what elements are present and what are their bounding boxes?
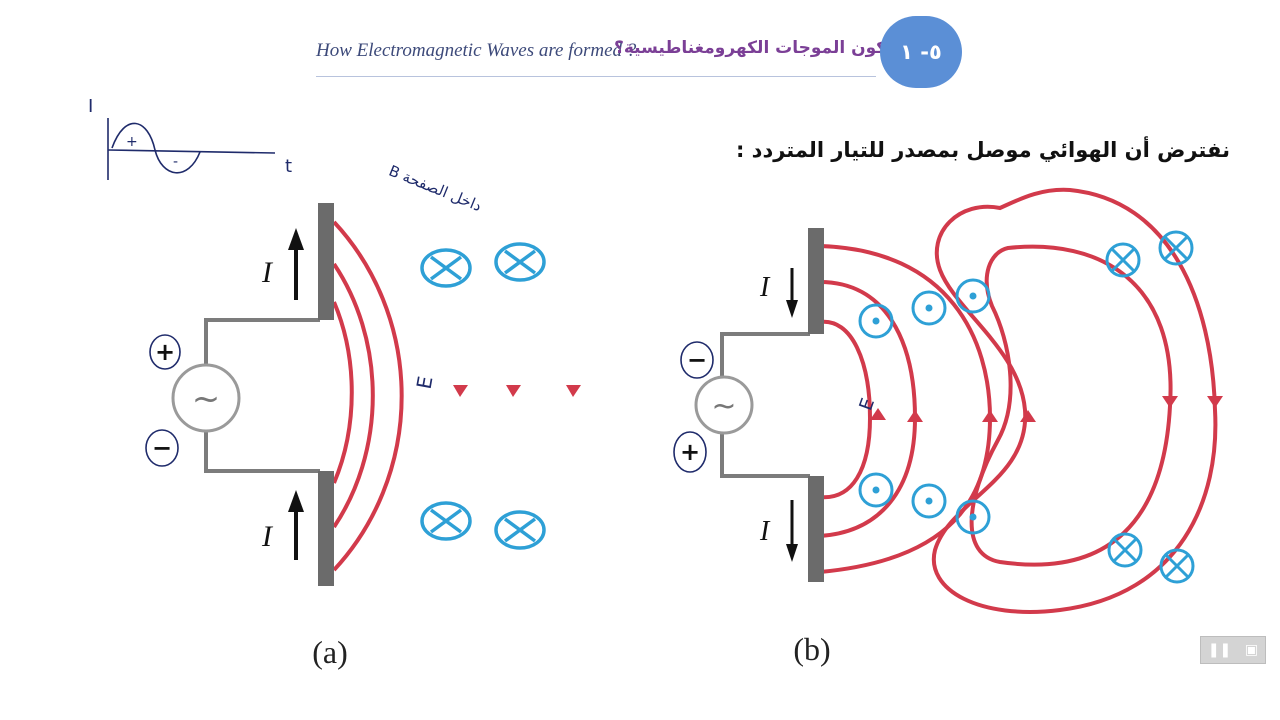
- figure-a-e-label: E: [412, 374, 438, 391]
- figure-b-arrowheads: [870, 396, 1223, 422]
- screen-icon[interactable]: ▣: [1244, 642, 1259, 658]
- figure-a-field-lines: [332, 220, 404, 572]
- graph-minus-label: -: [173, 154, 178, 170]
- figure-a-antenna-bottom: [318, 471, 334, 586]
- figure-b-current-label-bottom: I: [759, 516, 771, 547]
- figure-b-antenna-top: [808, 228, 824, 334]
- figure-b-caption: (b): [793, 631, 830, 667]
- figure-b-minus-circle: [680, 341, 714, 379]
- figure-b: ~ I I − + E (b): [673, 187, 1223, 667]
- graph-wave: [111, 122, 201, 174]
- graph-t-label: t: [285, 156, 292, 177]
- figure-a-top-sign: +: [155, 338, 175, 366]
- header-title-english: How Electromagnetic Waves are formed ?: [316, 40, 637, 61]
- figure-a-field-note: B داخل الصفحة: [386, 162, 484, 216]
- header-underline: [316, 76, 876, 77]
- handwritten-graph: [107, 118, 276, 180]
- figure-a-ac-source: [171, 363, 241, 433]
- figure-b-source-symbol: ~: [711, 389, 736, 424]
- figure-a-minus-circle: [145, 429, 179, 467]
- figure-b-plus-circle: [673, 431, 707, 473]
- intro-text: نفترض أن الهوائي موصل بمصدر للتيار المتر…: [735, 138, 1230, 162]
- figure-b-top-sign: −: [687, 346, 707, 374]
- pause-icon[interactable]: ❚❚: [1207, 642, 1232, 658]
- figure-b-b-into-page-symbols: [1105, 230, 1195, 584]
- figure-b-b-out-of-page-symbols: [858, 278, 991, 535]
- figure-a-bottom-sign: −: [152, 434, 172, 462]
- figure-a-source-symbol: ~: [192, 379, 221, 419]
- figure-b-ac-source: [694, 375, 754, 435]
- figure-b-antenna-bottom: [808, 476, 824, 582]
- graph-x-axis: [107, 149, 276, 154]
- graph-plus-label: +: [126, 134, 138, 150]
- figure-a: ~ I I + − B داخل الصفحة E (a): [145, 162, 581, 670]
- figure-a-caption: (a): [312, 634, 348, 670]
- figure-a-antenna-top: [318, 203, 334, 320]
- figure-b-current-label-top: I: [759, 272, 771, 303]
- figure-a-wires: [204, 318, 320, 473]
- figure-b-bottom-sign: +: [680, 438, 700, 466]
- graph-i-label: I: [88, 96, 93, 117]
- player-controls[interactable]: ❚❚ ▣: [1200, 636, 1266, 664]
- figure-b-field-lines: [819, 187, 1218, 614]
- header-title-arabic: كيف تتكون الموجات الكهرومغناطيسية؟: [614, 38, 943, 58]
- figure-b-wires: [720, 332, 810, 478]
- figure-a-b-into-page-symbols: [420, 242, 546, 550]
- figure-a-current-label-bottom: I: [261, 520, 274, 553]
- figure-a-current-label-top: I: [261, 256, 274, 289]
- figure-a-arrowheads: [453, 385, 581, 397]
- figure-a-plus-circle: [149, 334, 181, 370]
- section-number-badge: ٥- ١: [880, 16, 962, 88]
